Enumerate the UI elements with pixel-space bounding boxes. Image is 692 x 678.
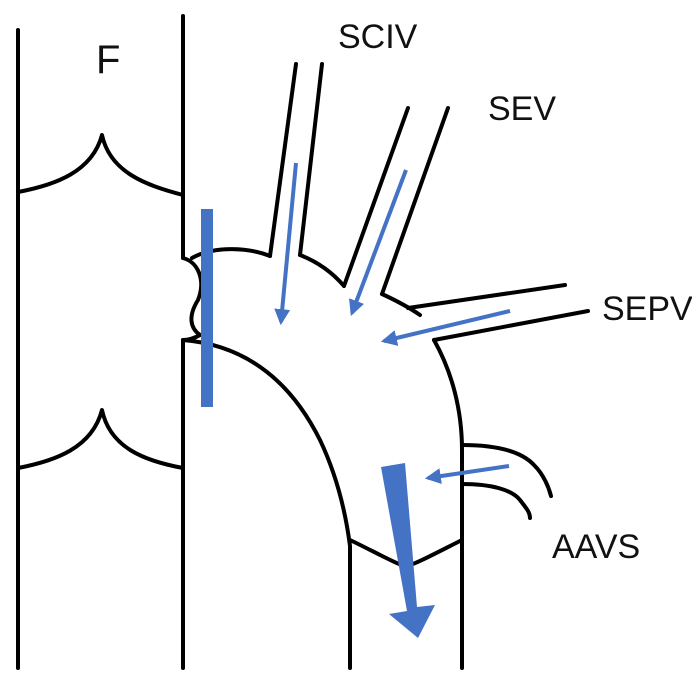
label-sepv: SEPV xyxy=(602,290,692,329)
flow-arrow-aavs xyxy=(428,466,509,478)
label-sev: SEV xyxy=(488,90,556,129)
femoral-valve-lower xyxy=(18,410,183,468)
saphenous-arch-outer-wall-3 xyxy=(382,294,420,315)
sev-vein-right-wall xyxy=(382,108,448,294)
aavs-vein-lower-wall xyxy=(462,484,530,518)
label-aavs: AAVS xyxy=(552,528,640,567)
sepv-vein-upper-wall xyxy=(408,285,565,308)
sciv-vein-right-wall xyxy=(300,64,322,255)
sev-vein-left-wall xyxy=(344,108,408,286)
femoral-valve-upper xyxy=(18,135,183,195)
flow-arrow-sciv xyxy=(281,163,296,322)
label-sciv: SCIV xyxy=(338,18,417,57)
saphenous-arch-outer-wall-2 xyxy=(300,255,344,286)
flow-bar-junction xyxy=(201,209,213,407)
terminal-valve xyxy=(183,258,201,340)
sciv-vein-left-wall xyxy=(270,64,296,256)
saphenous-arch-outer-wall-4 xyxy=(434,340,462,668)
flow-arrow-main-gsv xyxy=(381,463,435,638)
label-f: F xyxy=(96,38,120,83)
